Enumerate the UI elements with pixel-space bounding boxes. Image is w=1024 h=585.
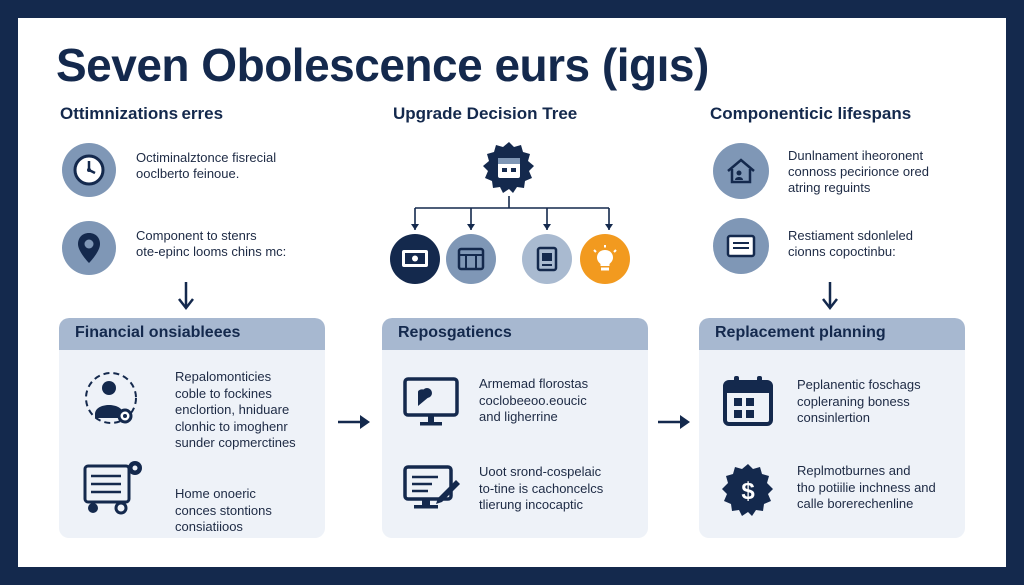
calendar-icon <box>481 140 537 196</box>
text-line: coble to fockines <box>175 385 272 401</box>
device-icon <box>522 234 572 284</box>
text-line: conces stontions <box>175 502 272 518</box>
text-line: Peplanentic foschags <box>797 377 921 392</box>
monitor-icon <box>390 234 440 284</box>
arrow-right-icon <box>338 415 370 429</box>
server-icon <box>446 234 496 284</box>
text-line: Component to stenrs <box>136 228 257 243</box>
text-line: and ligherrine <box>479 409 558 424</box>
text-line: Repalomonticies <box>175 369 272 384</box>
text-line: to-tine is cachoncelcs <box>479 480 604 496</box>
lightbulb-icon <box>580 234 630 284</box>
house-icon <box>713 143 769 199</box>
text-line: consinlertion <box>797 410 870 425</box>
panel-3-item-1-text: Peplanentic foschags copleraning boness … <box>797 377 921 427</box>
panel-3-item-2-text: Replmotburnes and tho potiilie inchness … <box>797 463 936 513</box>
text-line: copleraning boness <box>797 393 910 409</box>
dollar-badge-icon: $ <box>719 462 777 520</box>
text-line: Home onoeric <box>175 486 256 501</box>
panel-header: Financial onsiableees <box>59 318 325 350</box>
text-line: Restiament sdonleled <box>788 228 914 243</box>
text-line: clonhic to imoghenr <box>175 418 288 434</box>
arrow-down-icon <box>178 282 194 311</box>
text-line: Armemad florostas <box>479 376 589 391</box>
text-line: consiatiioos <box>175 519 243 534</box>
panel-header: Repoѕgatiencs <box>382 318 648 350</box>
text-line: ote-epinc looms chins mc: <box>136 244 287 259</box>
text-line: tlierung incocaptic <box>479 497 584 512</box>
panel-title: Replacement planning <box>715 324 886 341</box>
text-line: Uoot srond-cospelaic <box>479 464 602 479</box>
left-item-2-text: Component to stenrs ote-epinc looms chin… <box>136 228 286 260</box>
left-item-1-text: Octiminalztonce fisrecial ooclberto fein… <box>136 150 276 182</box>
panel-financial: Financial onsiableees Repalomonticies co… <box>59 318 325 538</box>
text-line: enclortion, hniduare <box>175 402 290 417</box>
panel-1-item-2-text: Home onoeric conces stontions consiatiio… <box>175 486 272 536</box>
panel-title: Financial onsiableees <box>75 324 241 341</box>
arrow-down-icon <box>822 282 838 311</box>
person-gear-icon <box>81 368 141 434</box>
right-item-1-text: Dunlnament iheoronent connoss pecirionce… <box>788 148 929 196</box>
decision-tree-connectors <box>411 196 613 230</box>
panel-repositories: Repoѕgatiencs Armemad florostas coclobee… <box>382 318 648 538</box>
arrow-right-icon <box>658 415 690 429</box>
location-pin-icon <box>62 221 116 275</box>
section-heading-right: Componenticic lifespans <box>710 104 912 123</box>
text-line: coclobeeoo.eoucic <box>479 392 587 408</box>
text-line: ooclberto feinoue. <box>136 166 240 181</box>
panel-1-item-1-text: Repalomonticies coble to fockines enclor… <box>175 369 296 452</box>
section-heading-middle: Upgrade Decision Tree <box>393 104 578 123</box>
monitor-icon <box>402 376 462 428</box>
panel-title: Repoѕgatiencs <box>398 324 512 341</box>
text-line: sunder copmerctines <box>175 435 296 450</box>
text-line: Dunlnament iheoronent <box>788 148 924 163</box>
section-heading-left: Ottimnizations erres <box>60 104 224 123</box>
machine-gear-icon <box>81 456 147 518</box>
panel-replacement-planning: Replacement planning Peplanentic foschag… <box>699 318 965 538</box>
right-item-2-text: Restiament sdonleled cionns copoctinbu: <box>788 228 913 260</box>
document-icon <box>713 218 769 274</box>
text-line: tho potiilie inchness and <box>797 479 936 495</box>
text-line: Octiminalztonce fisrecial <box>136 150 277 165</box>
monitor-edit-icon <box>402 464 462 514</box>
panel-header: Replacement planning <box>699 318 965 350</box>
infographic-frame: Seven Obolescence eurs (igıs) Ottimnizat… <box>18 18 1006 567</box>
text-line: atring reguints <box>788 180 871 195</box>
page-title: Seven Obolescence eurs (igıs) <box>56 39 709 91</box>
panel-2-item-1-text: Armemad florostas coclobeeoo.eoucic and … <box>479 376 588 426</box>
clock-icon <box>62 143 116 197</box>
text-line: connoss pecirionce ored <box>788 164 929 179</box>
text-line: calle borerechenline <box>797 496 914 511</box>
text-line: cionns copoctinbu: <box>788 244 896 259</box>
text-line: Replmotburnes and <box>797 463 911 478</box>
svg-text:$: $ <box>741 478 755 505</box>
calendar-icon <box>721 374 775 428</box>
panel-2-item-2-text: Uoot srond-cospelaic to-tine is cachonce… <box>479 464 603 514</box>
